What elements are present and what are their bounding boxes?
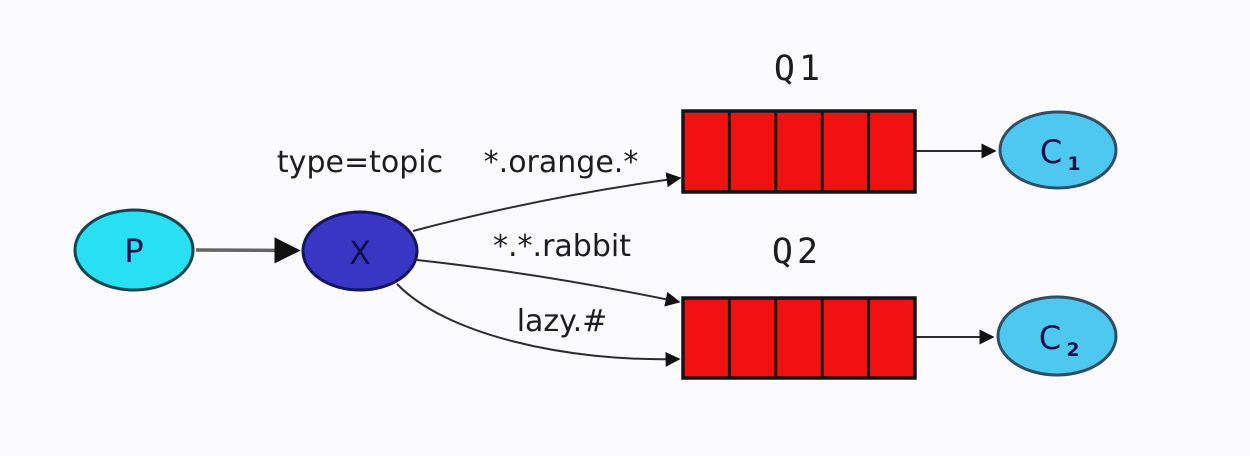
exchange-label: X (349, 234, 371, 272)
edge-exchange-to-q2-top (416, 259, 681, 307)
consumer2-label-subscript: 2 (1066, 339, 1079, 361)
queue2-title: Q2 (772, 232, 822, 272)
producer-node (73, 208, 195, 292)
producer-label: P (124, 232, 143, 270)
consumer2-node (996, 295, 1118, 377)
consumer2-label: C (1039, 319, 1061, 357)
exchange-type-label: type=topic (277, 145, 443, 180)
edge-exchange-to-q2-bottom (396, 283, 681, 367)
queue1-body (681, 109, 917, 194)
queue1-box (681, 109, 917, 194)
queue2-body (681, 296, 917, 380)
queue1-title: Q1 (774, 49, 824, 89)
binding-key-lazy: lazy.# (517, 304, 608, 339)
consumer1-node (998, 110, 1118, 190)
edge-producer-to-exchange (195, 237, 301, 264)
consumer1-label: C (1040, 133, 1062, 171)
exchange-node (301, 210, 419, 292)
binding-key-rabbit: *.*.rabbit (493, 229, 631, 264)
binding-key-orange: *.orange.* (484, 145, 639, 180)
queue2-box (681, 296, 917, 380)
edge-exchange-to-q1 (412, 172, 682, 232)
consumer1-label-subscript: 1 (1067, 153, 1080, 175)
